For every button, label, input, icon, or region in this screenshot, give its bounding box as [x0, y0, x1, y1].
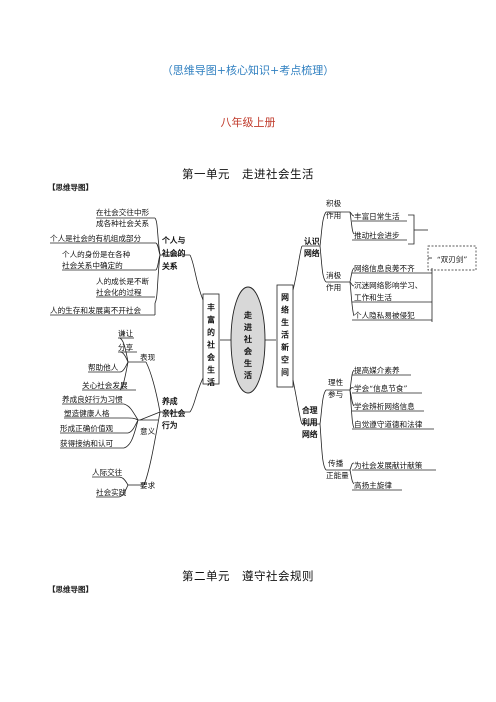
- chuanbo-leaf-2: 高扬主旋律: [354, 480, 392, 490]
- chuanbo-leaf-1: 为社会发展献计献策: [354, 460, 423, 470]
- g1-leaf-6: 人的成长是不断: [96, 276, 150, 286]
- left-branch-char-5: 会: [207, 352, 215, 362]
- group1-title-line1: 个人与: [161, 235, 186, 245]
- left-branch-char-7: 活: [207, 377, 215, 387]
- yiyi-leaf-1: 养成良好行为习惯: [62, 394, 123, 404]
- chuanbo-line2: 正能量: [326, 470, 349, 480]
- xiaoji-leaf-3: 工作和生活: [354, 292, 392, 302]
- xiaoji-leaf-2: 沉迷网络影响学习、: [354, 280, 422, 290]
- xiaoji-leaf-1: 网络信息良莠不齐: [354, 263, 415, 273]
- right-branch-char-6: 空: [281, 355, 289, 365]
- g1-leaf-3: 个人是社会的有机组成部分: [50, 233, 142, 243]
- yaoqiu-leaf-2: 社会实践: [96, 487, 127, 497]
- center-char-3: 社: [243, 334, 253, 344]
- g1-leaf-5: 社会关系中确定的: [62, 260, 123, 270]
- lixing-leaf-2: 学会“信息节食”: [354, 383, 407, 393]
- yiyi-label: 意义: [140, 426, 156, 436]
- center-char-4: 会: [244, 346, 253, 356]
- right-branch-char-2: 络: [281, 305, 289, 315]
- biaoxian-label: 表现: [140, 352, 156, 362]
- g1-leaf-8: 人的生存和发展离不开社会: [50, 305, 142, 315]
- jiji-leaf-1: 丰富日常生活: [354, 211, 400, 221]
- xiaoji-leaf-4: 个人隐私易被侵犯: [354, 310, 415, 320]
- heli-line1: 合理: [301, 405, 318, 415]
- xiaoji-line2: 作用: [326, 282, 341, 292]
- grade-heading: 八年级上册: [220, 116, 276, 129]
- right-branch-char-3: 生: [281, 317, 289, 327]
- yiyi-leaf-3: 形成正确价值观: [60, 423, 114, 433]
- unit2-mindmap-tag: 【思维导图】: [48, 585, 93, 594]
- lixing-leaf-1: 提高媒介素养: [354, 365, 400, 375]
- yaoqiu-leaf-1: 人际交往: [92, 467, 123, 477]
- group2-title-line2: 亲社会: [162, 408, 186, 418]
- left-branch-char-1: 丰: [207, 302, 215, 312]
- center-char-1: 走: [243, 310, 253, 320]
- center-node: 走 进 社 会 生 活: [243, 310, 253, 380]
- g1-leaf-4: 个人的身份是在各种: [62, 249, 131, 259]
- lixing-leaf-3: 学会辨析网络信息: [354, 401, 415, 411]
- center-char-5: 生: [244, 358, 252, 368]
- biaoxian-leaf-1: 谦让: [118, 328, 134, 338]
- jiji-leaf-2: 推动社会进步: [354, 230, 400, 240]
- right-branch-char-1: 网: [281, 293, 289, 302]
- lixing-line2: 参与: [328, 389, 343, 399]
- left-branch-char-4: 社: [206, 340, 215, 350]
- yiyi-leaf-2: 塑造健康人格: [64, 408, 110, 418]
- left-branch-char-3: 的: [207, 327, 215, 337]
- unit1-mindmap-tag: 【思维导图】: [48, 183, 93, 192]
- g1-leaf-1: 在社会交往中形: [96, 207, 150, 217]
- chuanbo-line1: 传播: [328, 458, 344, 468]
- biaoxian-leaf-3: 帮助他人: [88, 362, 119, 372]
- yaoqiu-label: 要求: [140, 480, 156, 490]
- lixing-line1: 理性: [328, 377, 344, 387]
- right-branch-char-4: 活: [281, 330, 289, 340]
- biaoxian-leaf-4: 关心社会发展: [82, 380, 128, 390]
- group2-title-line1: 养成: [161, 396, 178, 406]
- biaoxian-leaf-2: 分享: [118, 342, 134, 352]
- jiji-line1: 积极: [326, 198, 342, 208]
- left-branch-char-2: 富: [207, 315, 215, 325]
- unit1-title: 第一单元 走进社会生活: [182, 167, 314, 181]
- center-char-6: 活: [244, 370, 252, 380]
- double-edged-sword-frame: [427, 245, 477, 271]
- right-branch-char-7: 间: [281, 367, 289, 377]
- heli-line3: 网络: [302, 429, 318, 439]
- left-branch-box: [202, 293, 220, 385]
- lixing-leaf-4: 自觉遵守道德和法律: [354, 419, 423, 429]
- jiji-line2: 作用: [326, 210, 341, 220]
- yiyi-leaf-4: 获得接纳和认可: [60, 438, 114, 448]
- center-char-2: 进: [244, 322, 253, 332]
- g1-leaf-7: 社会化的过程: [96, 287, 142, 297]
- document-subtitle: （思维导图+核心知识+考点梳理）: [161, 64, 335, 77]
- group2-title-line3: 行为: [161, 420, 178, 430]
- g1-leaf-2: 成各种社会关系: [96, 218, 150, 228]
- group1-title-line2: 社会的: [161, 248, 186, 258]
- heli-line2: 利用: [302, 417, 318, 427]
- left-branch-char-6: 生: [207, 365, 215, 375]
- renshi-line2: 网络: [304, 248, 320, 258]
- renshi-line1: 认识: [304, 236, 320, 246]
- xiaoji-line1: 消极: [326, 270, 342, 280]
- group1-title-line3: 关系: [162, 261, 178, 271]
- double-edged-sword-label: “双刃剑”: [437, 254, 468, 264]
- right-branch-char-5: 新: [281, 342, 289, 352]
- unit2-title: 第二单元 遵守社会规则: [182, 569, 314, 583]
- right-branch-box: [276, 284, 294, 388]
